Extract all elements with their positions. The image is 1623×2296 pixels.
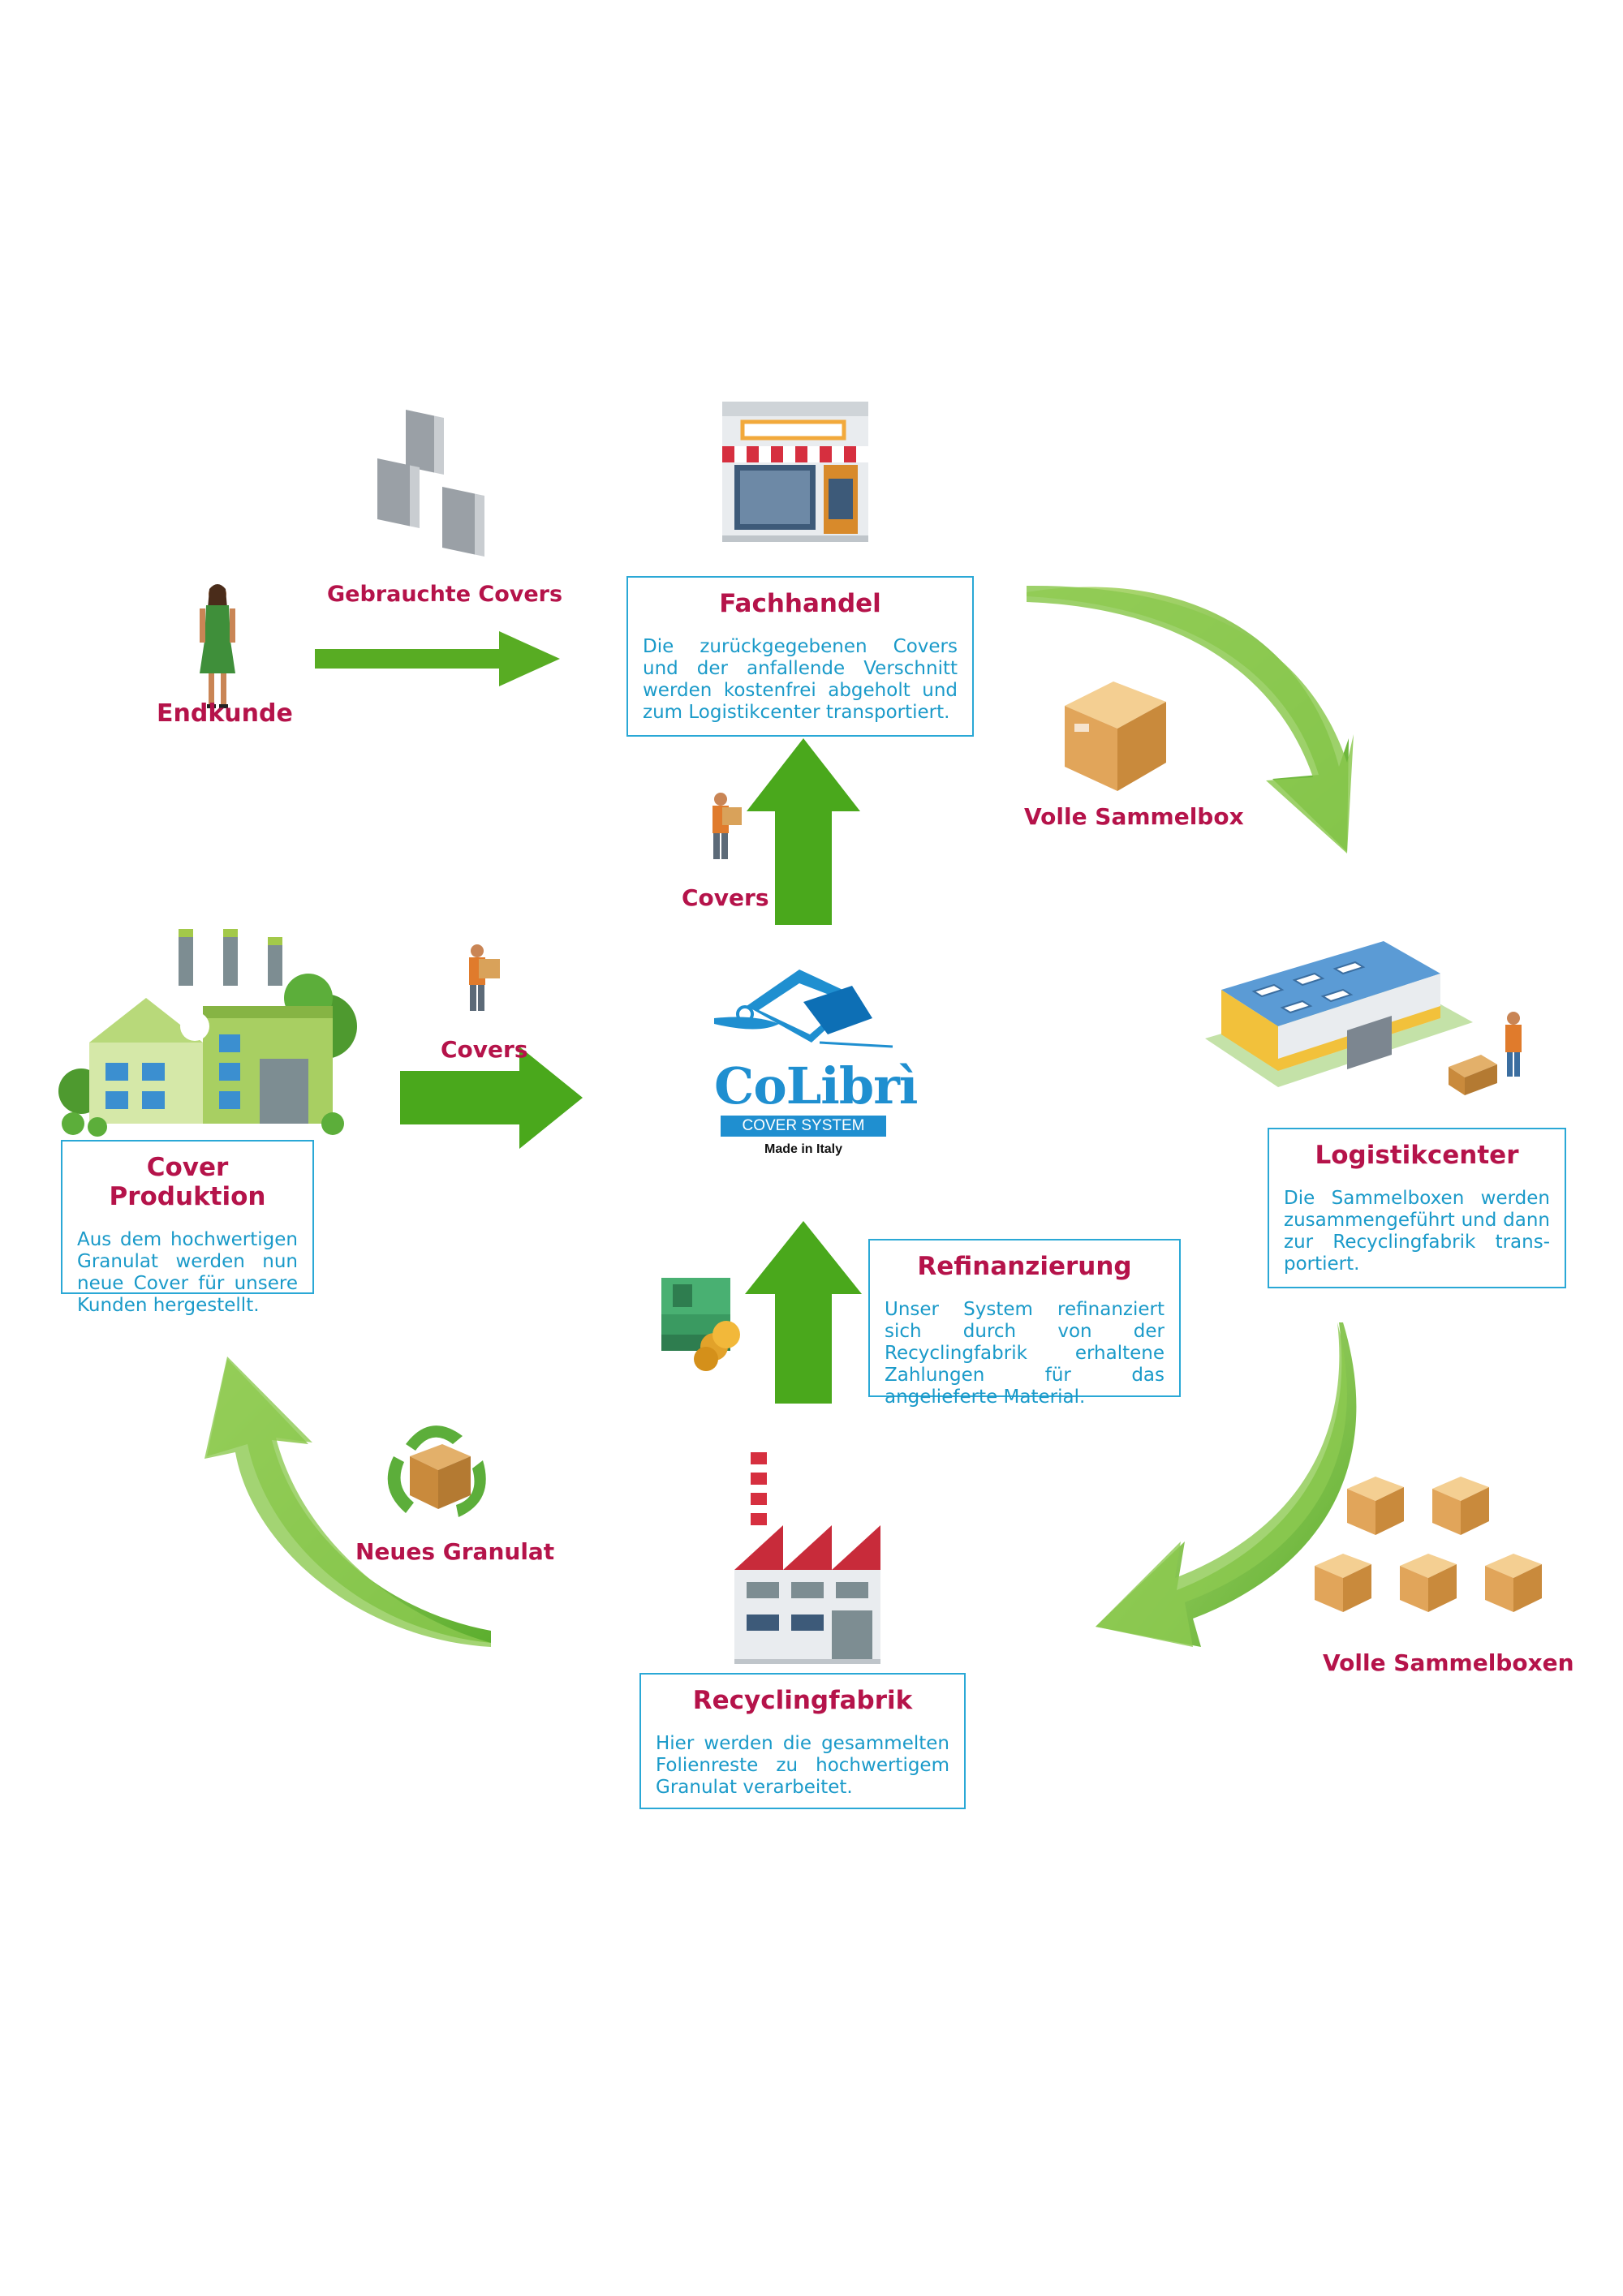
logo-subtitle: COVER SYSTEM [721,1116,886,1137]
box-refinanzierung-body: Unser System refinanziert sich durch von… [885,1299,1165,1408]
label-volle-sammelboxen: Volle Sammelboxen [1323,1649,1574,1676]
woman-icon [200,584,235,708]
warehouse-icon [1205,941,1522,1095]
box-cover-produktion-body: Aus dem hochwertigen Granulat werden nun… [77,1229,298,1316]
arrow-logistik-to-recycling [1096,1322,1357,1647]
hummingbird-icon [714,970,893,1048]
label-neues-granulat: Neues Granulat [355,1538,555,1565]
arrow-fachhandel-to-logistik [1027,585,1354,853]
cardboard-boxes-icon [1315,1477,1542,1612]
arrow-endkunde-to-fachhandel [315,631,560,686]
box-recyclingfabrik-body: Hier werden die gesammelten Folienreste … [656,1733,949,1798]
arrow-refinanzierung-to-center [745,1221,862,1404]
money-icon [661,1278,740,1371]
delivery-person-icon [469,944,500,1011]
recycling-factory-icon [734,1452,880,1664]
box-logistikcenter-body: Die Sammelboxen werden zusammengeführt u… [1284,1188,1550,1275]
label-gebrauchte-covers: Gebrauchte Covers [327,582,563,607]
label-endkunde: Endkunde [157,699,293,728]
green-factory-icon [58,929,357,1137]
box-cover-produktion: Cover Produktion Aus dem hochwertigen Gr… [61,1140,314,1316]
shop-icon [722,402,868,542]
box-recyclingfabrik: Recyclingfabrik Hier werden die gesammel… [639,1673,966,1809]
box-refinanzierung-title: Refinanzierung [917,1252,1132,1281]
cardboard-box-icon [1065,681,1166,791]
logo-tagline: Made in Italy [764,1142,843,1156]
label-covers-left: Covers [441,1036,528,1063]
pallet-boxes-icon [1449,1055,1497,1095]
box-fachhandel-title: Fachhandel [719,589,881,618]
box-fachhandel-body: Die zurückgegebenen Covers und der anfal… [643,636,958,723]
box-cover-produktion-title: Cover Produktion [109,1153,266,1211]
box-logistikcenter: Logistikcenter Die Sammelboxen werden zu… [1268,1128,1566,1288]
label-volle-sammelbox: Volle Sammelbox [1024,803,1244,830]
arrow-recycling-to-production [204,1357,491,1647]
arrow-production-to-center [400,1047,583,1149]
box-recyclingfabrik-title: Recyclingfabrik [692,1686,913,1715]
arrow-center-to-fachhandel [747,738,860,925]
recycling-box-icon [387,1425,486,1517]
box-logistikcenter-title: Logistikcenter [1315,1141,1519,1170]
box-refinanzierung: Refinanzierung Unser System refinanziert… [868,1239,1181,1408]
covers-stack-icon [377,410,484,557]
logo-wordmark: CoLibrì [714,1056,918,1116]
delivery-person-icon [712,793,742,859]
label-covers-top: Covers [682,884,769,911]
box-fachhandel: Fachhandel Die zurückgegebenen Covers un… [626,576,974,737]
worker-icon [1505,1012,1522,1077]
